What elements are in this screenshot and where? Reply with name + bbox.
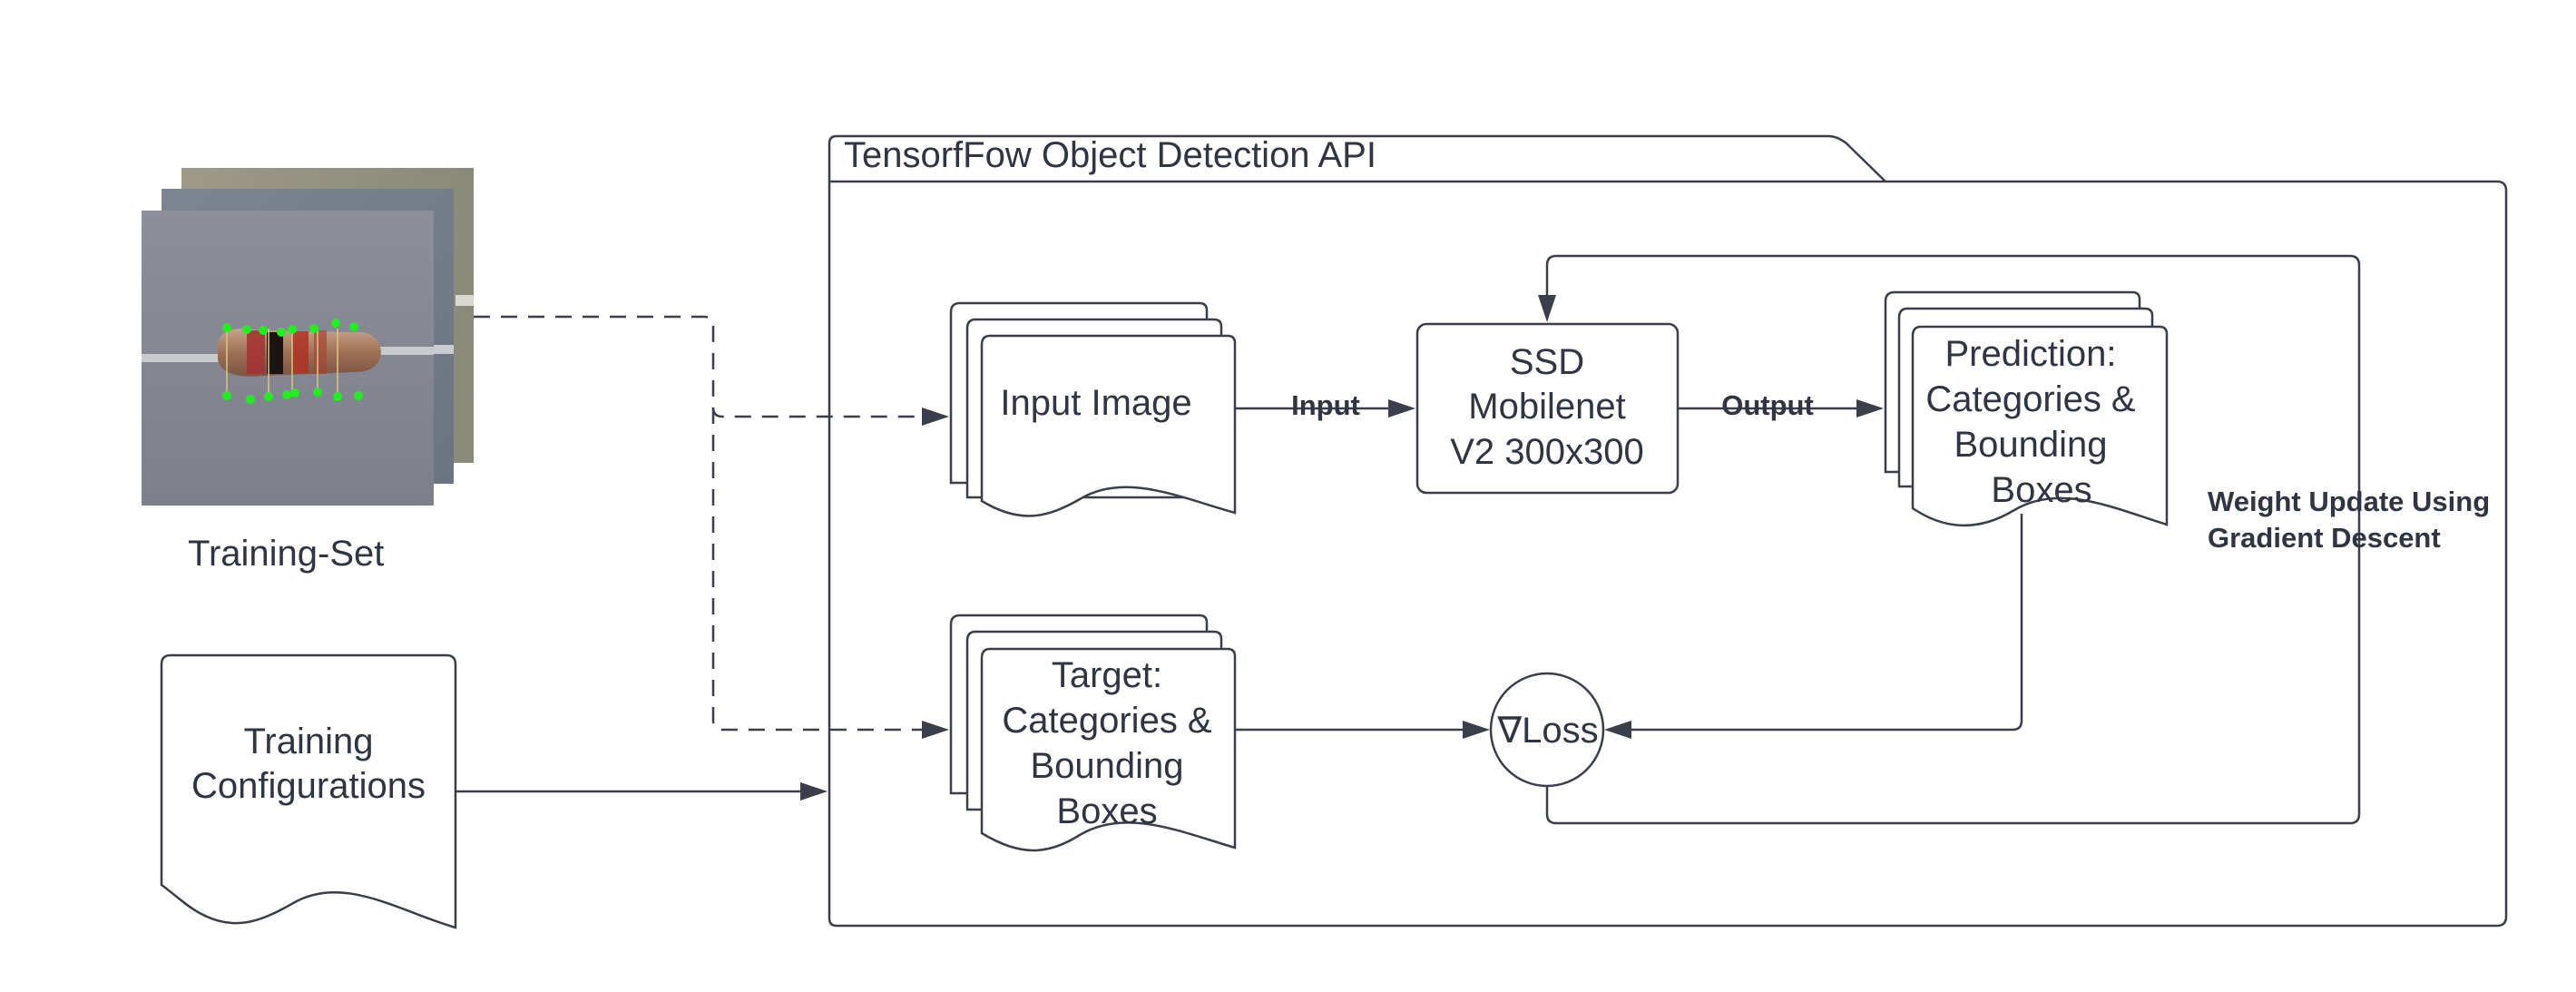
target-line1: Target:	[1052, 655, 1162, 695]
input-edge-label: Input	[1291, 389, 1360, 421]
input-image-doc: Input Image	[949, 301, 1237, 517]
api-title: TensorfFow Object Detection API	[844, 135, 1376, 175]
model-line2: Mobilenet	[1468, 387, 1625, 427]
prediction-line4: Boxes	[1991, 470, 2091, 510]
training-set-label: Training-Set	[188, 534, 384, 574]
config-connector	[455, 782, 828, 800]
weight-update-line1: Weight Update Using	[2208, 486, 2490, 517]
prediction-line3: Bounding	[1954, 425, 2107, 465]
ssd-model-box: SSD Mobilenet V2 300x300	[1415, 322, 1680, 495]
training-set-images: Training-Set	[142, 168, 474, 574]
training-config-line1: Training	[243, 722, 373, 761]
target-line4: Boxes	[1056, 791, 1157, 831]
loss-label: ∇Loss	[1496, 711, 1598, 751]
dataset-connectors	[474, 315, 949, 739]
keypoints	[222, 319, 363, 404]
input-image-label: Input Image	[1000, 383, 1191, 423]
input-edge: Input	[1235, 389, 1415, 421]
prediction-line2: Categories &	[1925, 379, 2136, 419]
target-doc: Target: Categories & Bounding Boxes	[949, 614, 1237, 852]
target-line3: Bounding	[1030, 746, 1183, 786]
resistor	[218, 329, 381, 396]
model-line3: V2 300x300	[1450, 432, 1644, 472]
prediction-line1: Prediction:	[1945, 334, 2117, 374]
model-line1: SSD	[1510, 342, 1584, 382]
training-config-doc: Training Configurations	[160, 653, 457, 929]
prediction-to-loss-edge	[1604, 514, 2023, 739]
target-line2: Categories &	[1002, 701, 1212, 741]
training-config-line2: Configurations	[191, 766, 426, 806]
output-edge-label: Output	[1721, 389, 1814, 421]
target-to-loss-edge	[1235, 721, 1490, 739]
weight-update-loop: Weight Update Using Gradient Descent	[1538, 254, 2490, 825]
prediction-doc: Prediction: Categories & Bounding Boxes	[1884, 290, 2169, 527]
weight-update-line2: Gradient Descent	[2208, 522, 2441, 554]
loss-node: ∇Loss	[1489, 672, 1605, 788]
output-edge: Output	[1678, 389, 1884, 421]
